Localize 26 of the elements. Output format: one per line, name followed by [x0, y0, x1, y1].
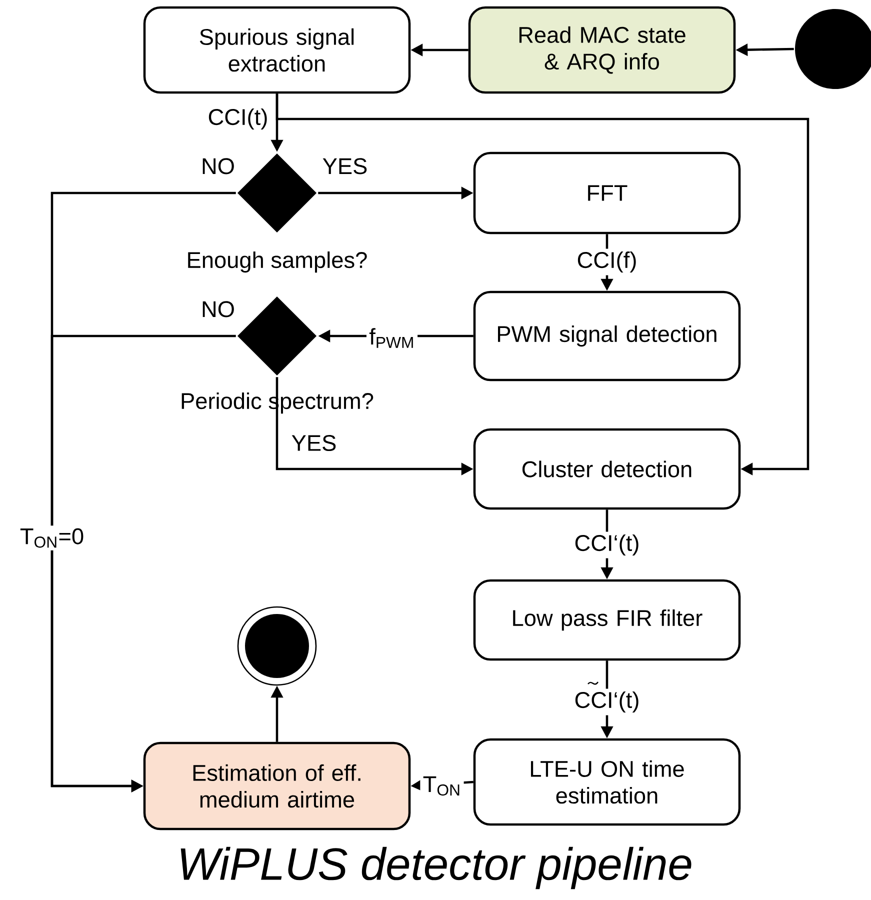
edge-label: NO: [202, 158, 234, 174]
process-box: Read MAC state & ARQ info: [468, 6, 736, 94]
process-box: FFT: [473, 152, 741, 234]
decision-diamond: [237, 296, 317, 376]
process-box: Cluster detection: [473, 428, 741, 510]
start-node: [795, 9, 871, 89]
process-box: LTE-U ON time estimation: [473, 738, 741, 826]
process-box: PWM signal detection: [473, 290, 741, 382]
condition-text: Enough samples?: [184, 250, 370, 274]
edge-label: CCI(t): [208, 108, 267, 130]
edge-label: T$_{ON}$: [420, 774, 464, 798]
process-box: Low pass FIR filter: [473, 579, 741, 661]
edge-label: CCI(f): [574, 248, 640, 276]
edge-label: f$_{PWM}$: [366, 325, 418, 351]
end-node: [237, 606, 317, 686]
edge-label: CCI‘(t): [572, 688, 642, 716]
edge-label: YES: [322, 158, 367, 174]
arrow: [276, 94, 810, 476]
condition-label: T$_{ON}$=0: [17, 526, 87, 550]
process-box: Spurious signal extraction: [143, 6, 411, 94]
edge-label: NO: [202, 301, 234, 318]
edge-label: YES: [292, 434, 336, 452]
decision-diamond: [237, 153, 317, 233]
caption: WiPLUS detector pipeline: [180, 846, 692, 890]
process-box: Estimation of eff. medium airtime: [143, 742, 411, 830]
edge-label: CCI‘(t): [572, 532, 642, 558]
